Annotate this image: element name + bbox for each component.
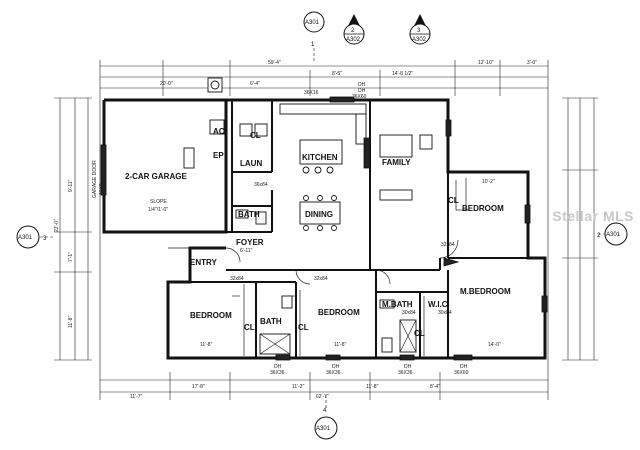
section-tag-number: 3	[43, 236, 47, 242]
dim-left-d: 11'-8"	[68, 315, 74, 328]
section-tag-number: 3	[417, 28, 421, 34]
room-laundry: LAUN	[240, 159, 262, 168]
dim-garage-width: 20'-0"	[160, 81, 173, 87]
window-size: 36X36	[398, 370, 413, 376]
window-size: 36X60	[454, 370, 469, 376]
room-master-bedroom: M.BEDROOM	[460, 287, 511, 296]
section-tag-left: A301 3	[16, 225, 47, 249]
garage-door-label: GARAGE DOOR	[92, 160, 98, 198]
dim-left-a: 9'-11"	[68, 179, 74, 192]
section-tag-sheet: A302	[412, 37, 427, 43]
dim-bottom-a: 17'-8"	[192, 384, 205, 390]
section-tag-sheet: A301	[305, 20, 320, 26]
room-family: FAMILY	[382, 158, 411, 167]
dim-bottom-b: 11'-2"	[292, 384, 305, 390]
closet-label: CL	[448, 196, 459, 205]
dimension-lines	[40, 48, 612, 408]
section-tag-number: 2	[351, 28, 355, 34]
dim-left-c: 7'-1"	[68, 252, 74, 262]
window-tag: DH	[404, 364, 412, 370]
room-bedroom-sw: BEDROOM	[190, 311, 232, 320]
closet-label: CL	[244, 323, 255, 332]
window-size: 36X36	[270, 370, 285, 376]
section-tag-number: 1	[311, 42, 315, 48]
closet-label: CL	[298, 323, 309, 332]
dim-overall-bottom: 62'-7"	[316, 394, 329, 400]
section-tag-bottom: 4 A301	[314, 408, 338, 440]
section-tag-3: 3 A302	[409, 14, 431, 45]
section-tag-sheet: A301	[606, 232, 621, 238]
dim-bottom-d: 8'-4"	[430, 384, 440, 390]
window-size: 36X36	[326, 370, 341, 376]
section-tag-2: 2 A302	[343, 14, 365, 45]
room-ep: EP	[213, 151, 224, 160]
door-size: 30x84	[438, 310, 452, 316]
dim-bedroom-s: 11'-8"	[334, 342, 347, 348]
section-tag-sheet: A301	[316, 426, 331, 432]
interior-walls	[168, 100, 528, 358]
room-kitchen: KITCHEN	[302, 153, 338, 162]
section-tag-right: A301 2	[597, 222, 628, 246]
dim-top-far-right: 3'-0"	[527, 60, 537, 66]
door-size: 32x84	[230, 276, 244, 282]
dim-bedroom-sw: 11'-8"	[200, 342, 213, 348]
dim-top-right: 12'-10"	[478, 60, 494, 66]
section-tag-number: 4	[323, 408, 327, 414]
slope-label: SLOPE	[150, 199, 167, 205]
room-master-bath: M.BATH	[382, 300, 413, 309]
room-dining: DINING	[305, 210, 333, 219]
section-tag-number: 2	[597, 233, 601, 239]
dim-top-b: 14'-8 1/2"	[392, 71, 413, 77]
room-bath-2: BATH	[260, 317, 282, 326]
room-bath-1: BATH	[238, 210, 260, 219]
window-size: 36X16	[304, 90, 319, 96]
room-garage: 2-CAR GARAGE	[125, 172, 187, 181]
door-size: 32x84	[314, 276, 328, 282]
room-walk-in-closet: W.I.C	[428, 300, 448, 309]
fixtures	[100, 77, 548, 361]
room-ac: AC	[213, 127, 225, 136]
door-size: 30x84	[402, 310, 416, 316]
dim-top-a: 8'-5"	[332, 71, 342, 77]
dim-bottom-c: 11'-8"	[366, 384, 379, 390]
window-tag: DH	[274, 364, 282, 370]
dim-foyer: 6'-11"	[240, 248, 253, 254]
dim-overall-top: 59'-4"	[268, 60, 281, 66]
exterior-walls	[102, 98, 547, 360]
door-size: 32x84	[441, 242, 455, 248]
garage-door-size: 16X8	[99, 183, 105, 195]
dim-left-b: 22'-0"	[54, 219, 60, 232]
dim-bottom-left: 11'-7"	[130, 394, 143, 400]
room-foyer: FOYER	[236, 238, 264, 247]
window-tag: DH	[358, 88, 366, 94]
slope-value: 1/4"/1'-0"	[148, 207, 168, 213]
dim-master-bedroom: 14'-0"	[488, 342, 501, 348]
dim-bedroom-ne-top: 10'-2"	[482, 179, 495, 185]
section-tag-sheet: A302	[346, 37, 361, 43]
watermark: Stellar MLS	[552, 208, 634, 224]
room-bedroom-s: BEDROOM	[318, 308, 360, 317]
section-tag-top: A301 1	[303, 11, 325, 48]
window-size: 36X60	[352, 94, 367, 100]
window-tag: DH	[460, 364, 468, 370]
door-size: 36x84	[254, 182, 268, 188]
window-tag: DH	[358, 82, 366, 88]
window-tag: DH	[332, 364, 340, 370]
room-bedroom-ne: BEDROOM	[462, 204, 504, 213]
section-tag-sheet: A301	[18, 235, 33, 241]
room-entry: ENTRY	[190, 258, 217, 267]
closet-label: CL	[414, 329, 425, 338]
closet-label: CL	[250, 131, 261, 140]
dim-top-c: 6'-4"	[250, 81, 260, 87]
